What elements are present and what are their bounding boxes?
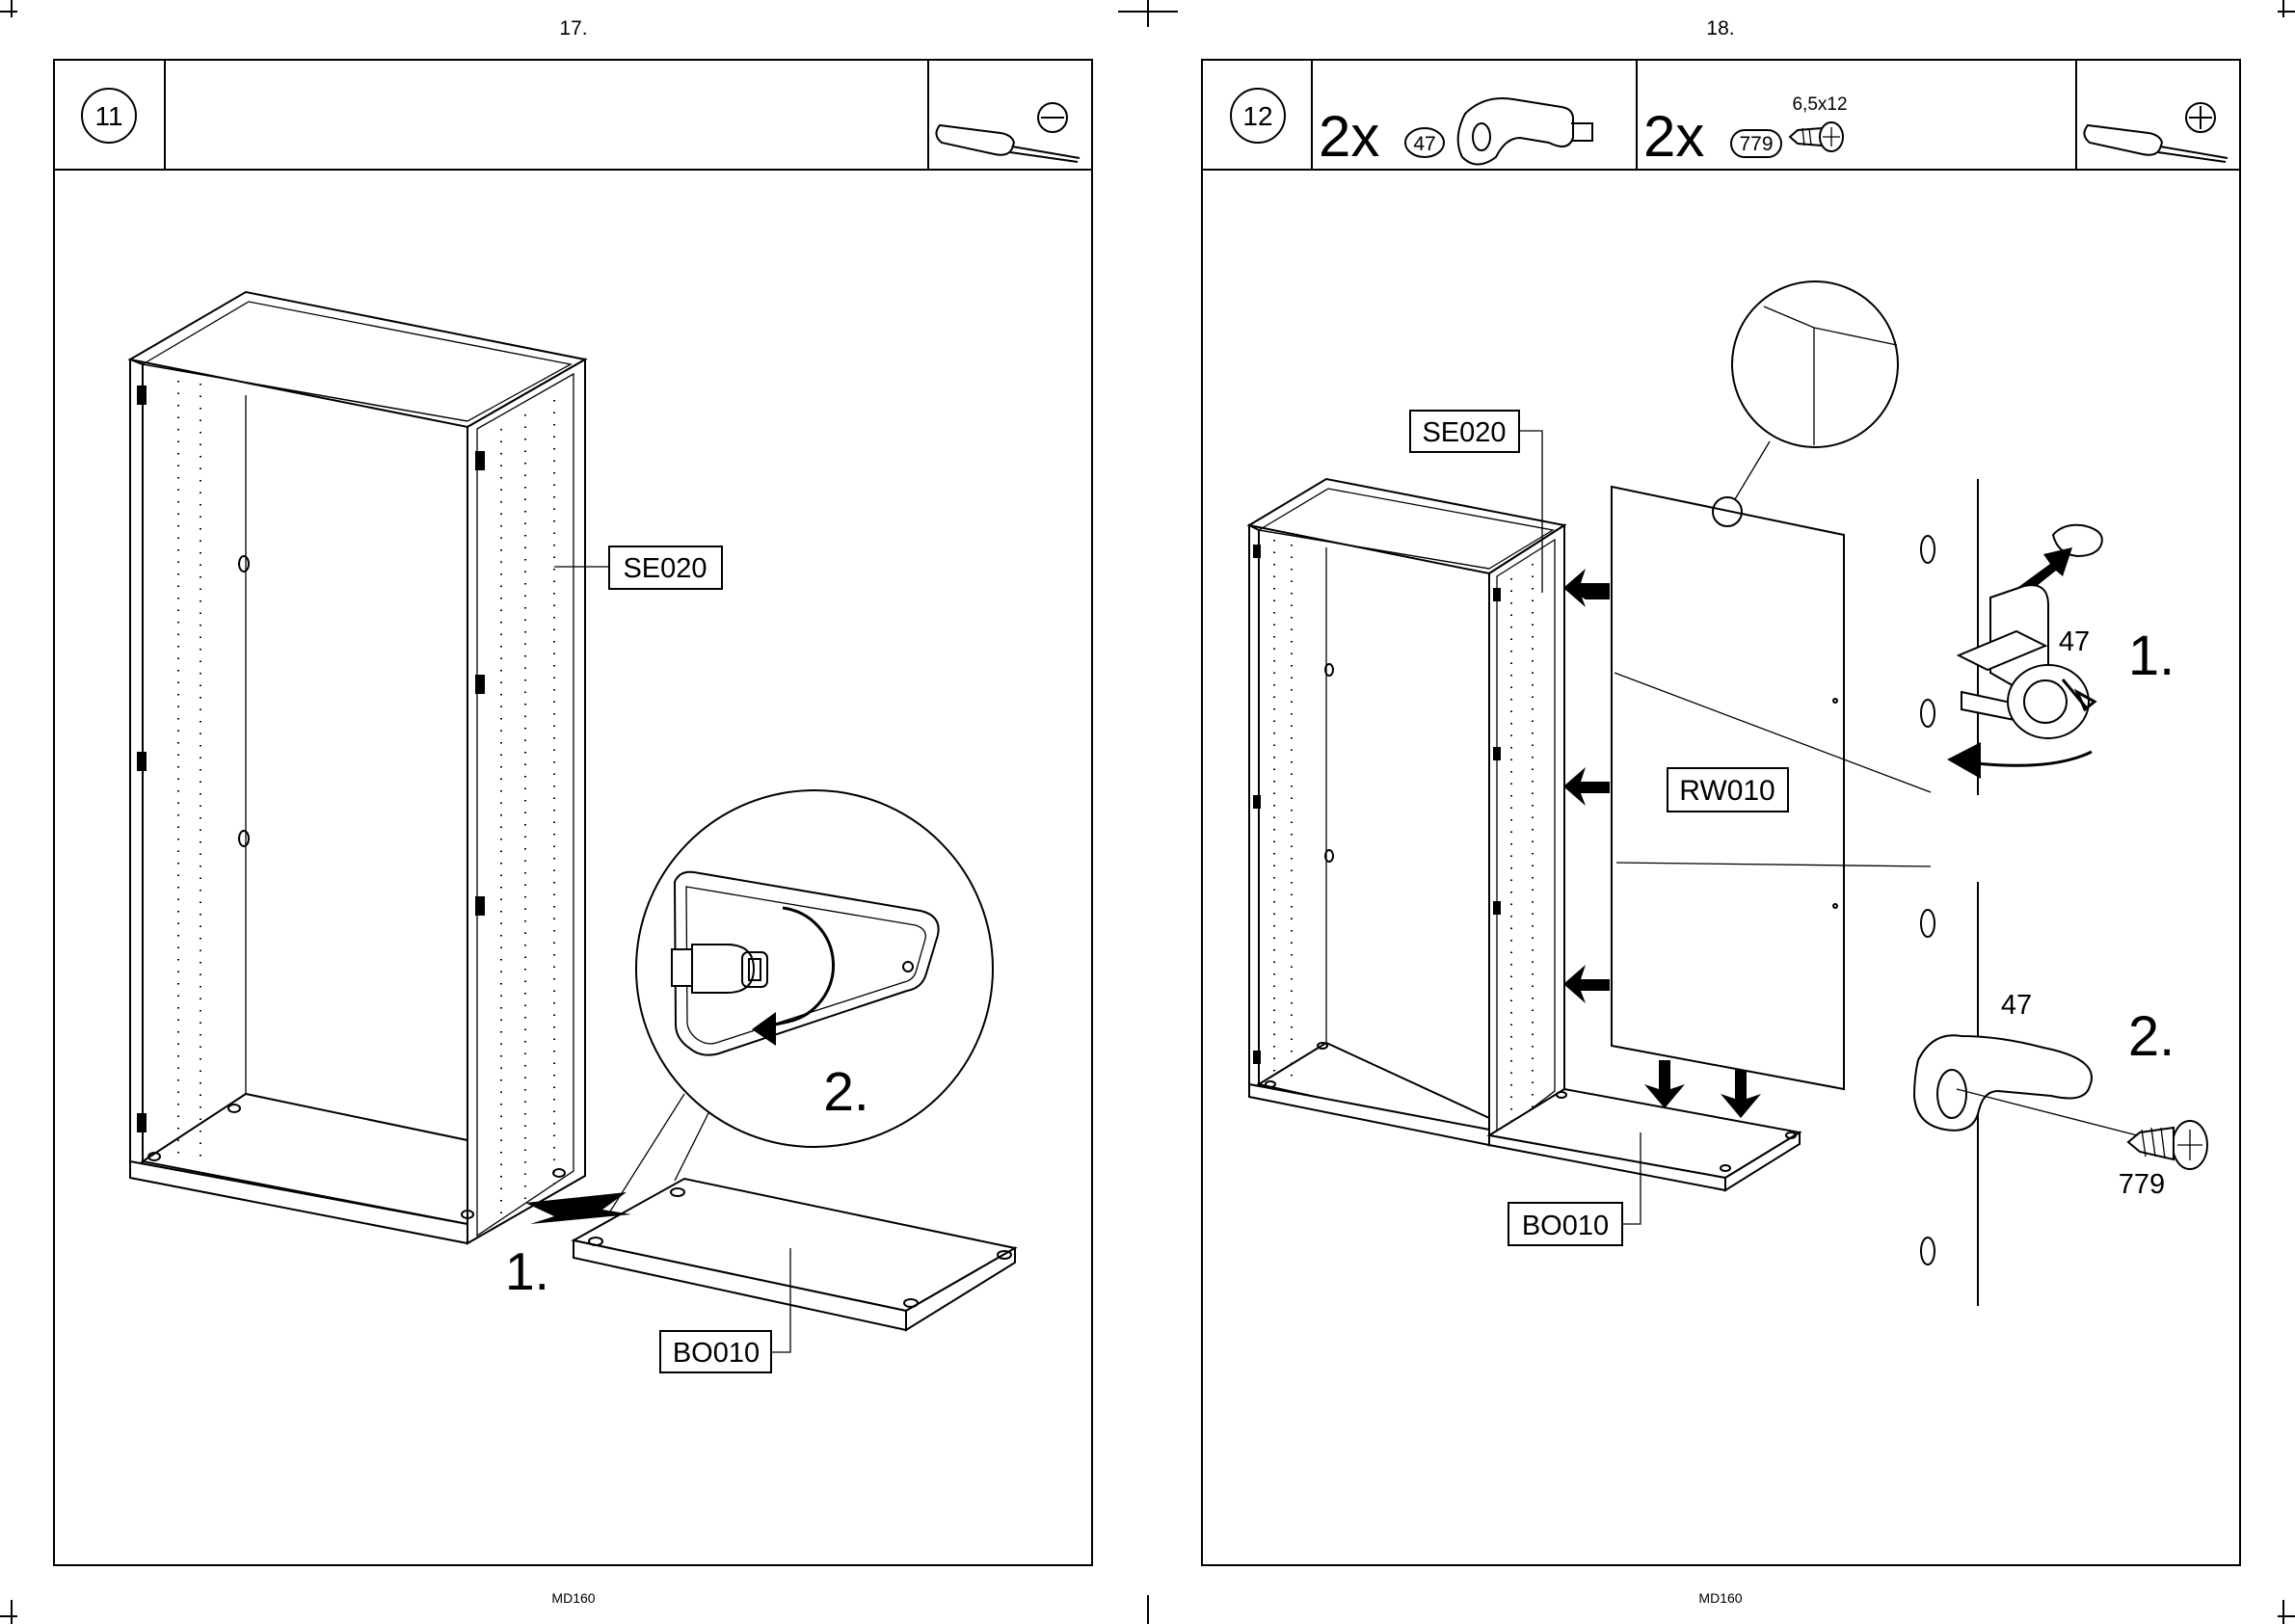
corner-detail <box>1713 281 1898 526</box>
part-qty: 2x <box>1319 104 1379 169</box>
bottom-panel <box>574 1179 1015 1330</box>
footer: MD160 <box>1698 1590 1742 1606</box>
callout-step-2: 2. <box>823 1061 869 1123</box>
arrow-icon <box>1563 569 1610 607</box>
cam-lock-part-icon <box>1458 98 1573 165</box>
cam-lock-detail: 2. <box>636 790 993 1147</box>
page-18: 18. 12 2x 47 2x 779 6,5x12 <box>1202 17 2240 1606</box>
label-back-panel: RW010 <box>1679 775 1775 807</box>
label-side-panel: SE020 <box>1422 417 1506 448</box>
step-number: 12 <box>1242 101 1272 131</box>
arrow-icon <box>1563 965 1610 1003</box>
callout-part-47-a: 47 <box>2059 626 2090 657</box>
footer: MD160 <box>551 1590 595 1606</box>
label-side-panel: SE020 <box>623 553 707 584</box>
callout-step-1: 1. <box>2128 625 2175 687</box>
callout-step-1: 1. <box>505 1241 549 1301</box>
arrow-icon <box>1563 767 1610 806</box>
part-number: 47 <box>1413 133 1435 155</box>
phillips-screwdriver-icon <box>2084 103 2228 162</box>
arrow-icon <box>1947 742 1981 779</box>
part-list-item-47: 2x 47 <box>1319 98 1592 169</box>
screw-part-icon <box>1790 122 1843 151</box>
part-list-item-779: 2x 779 6,5x12 <box>1643 94 1848 169</box>
arrow-icon <box>1644 1060 1685 1108</box>
page-number: 17. <box>559 17 587 40</box>
callout-step-2: 2. <box>2128 1005 2175 1068</box>
callout-part-779: 779 <box>2119 1169 2165 1200</box>
page-number: 18. <box>1706 17 1734 40</box>
wardrobe-carcass <box>130 292 585 1243</box>
part-number: 779 <box>1739 133 1773 155</box>
arrow-icon <box>1721 1070 1761 1118</box>
label-bottom-panel: BO010 <box>673 1338 760 1369</box>
page-17: 17. 11 <box>54 17 1092 1606</box>
part-qty: 2x <box>1643 104 1704 169</box>
label-bottom-panel: BO010 <box>1522 1211 1609 1241</box>
flathead-screwdriver-icon <box>936 103 1080 162</box>
callout-part-47-b: 47 <box>2001 990 2032 1021</box>
step-number: 11 <box>94 101 122 131</box>
part-size: 6,5x12 <box>1792 94 1847 115</box>
